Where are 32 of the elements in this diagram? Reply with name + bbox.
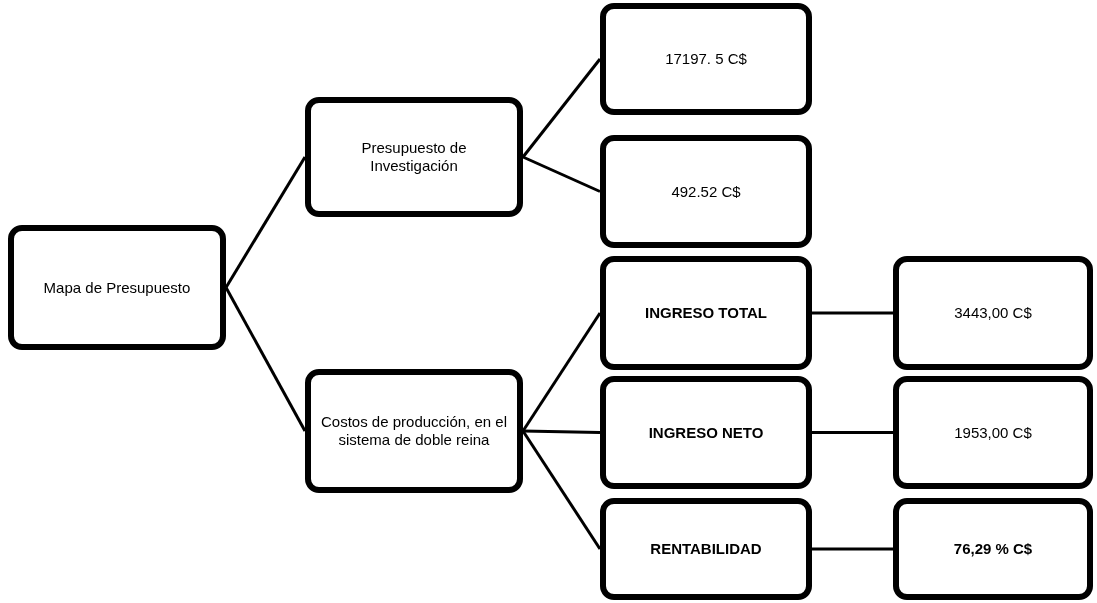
connector-line	[521, 312, 602, 432]
process-box	[600, 256, 812, 370]
connector-line	[812, 547, 893, 551]
process-box	[600, 498, 812, 600]
process-box	[600, 3, 812, 115]
process-box	[893, 376, 1093, 489]
connector-line	[521, 430, 602, 550]
box-label: 76,29 % C$	[953, 540, 1033, 558]
connector-line	[224, 286, 307, 432]
connector-line	[521, 58, 602, 158]
process-box	[305, 369, 523, 493]
box-label: INGRESO NETO	[648, 423, 764, 442]
box-label: 1953,00 C$	[954, 423, 1032, 442]
connector-line	[224, 156, 307, 289]
process-box	[893, 498, 1093, 600]
box-label: 3443,00 C$	[954, 304, 1032, 322]
process-box	[893, 256, 1093, 370]
box-label: Costos de producción, en el sistema de doble reina	[320, 413, 508, 449]
box-label: 17197. 5 C$	[665, 50, 747, 68]
process-box	[600, 135, 812, 248]
box-label: 492.52 C$	[671, 182, 741, 201]
box-label: Presupuesto de Investigación	[360, 139, 468, 175]
process-box	[600, 376, 812, 489]
connector-line	[812, 311, 893, 315]
box-label: INGRESO TOTAL	[645, 304, 767, 322]
connector-line	[812, 431, 893, 434]
box-label: RENTABILIDAD	[650, 540, 762, 558]
process-box	[305, 97, 523, 217]
process-box	[8, 225, 226, 350]
connector-line	[522, 429, 601, 434]
box-label: Mapa de Presupuesto	[43, 278, 191, 297]
connector-line	[522, 155, 601, 193]
